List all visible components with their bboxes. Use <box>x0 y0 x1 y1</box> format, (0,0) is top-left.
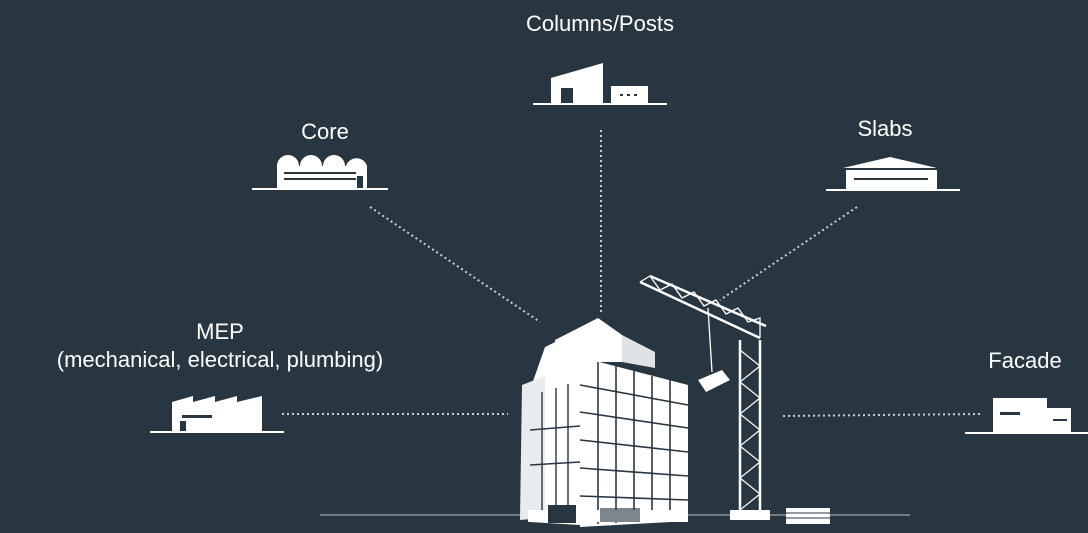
mep-label: MEP (mechanical, electrical, plumbing) <box>4 318 436 374</box>
office-block-icon <box>965 398 1088 434</box>
gabled-warehouse-icon <box>826 157 960 191</box>
core-label: Core <box>301 119 349 144</box>
connector-core <box>369 206 541 323</box>
building-under-construction-icon <box>320 318 910 527</box>
slabs-label: Slabs <box>857 116 913 141</box>
mep-label-line1: MEP <box>196 319 244 344</box>
tower-crane-icon <box>639 274 830 524</box>
facade-label: Facade <box>988 348 1062 373</box>
connector-facade <box>782 413 981 417</box>
domed-warehouse-icon <box>252 155 388 190</box>
connectors <box>282 130 981 417</box>
columns-posts-label: Columns/Posts <box>526 11 674 36</box>
factory-tall-icon <box>533 63 667 105</box>
sawtooth-factory-icon <box>150 396 284 433</box>
connector-slabs <box>719 206 858 301</box>
mep-label-line2: (mechanical, electrical, plumbing) <box>56 347 384 372</box>
